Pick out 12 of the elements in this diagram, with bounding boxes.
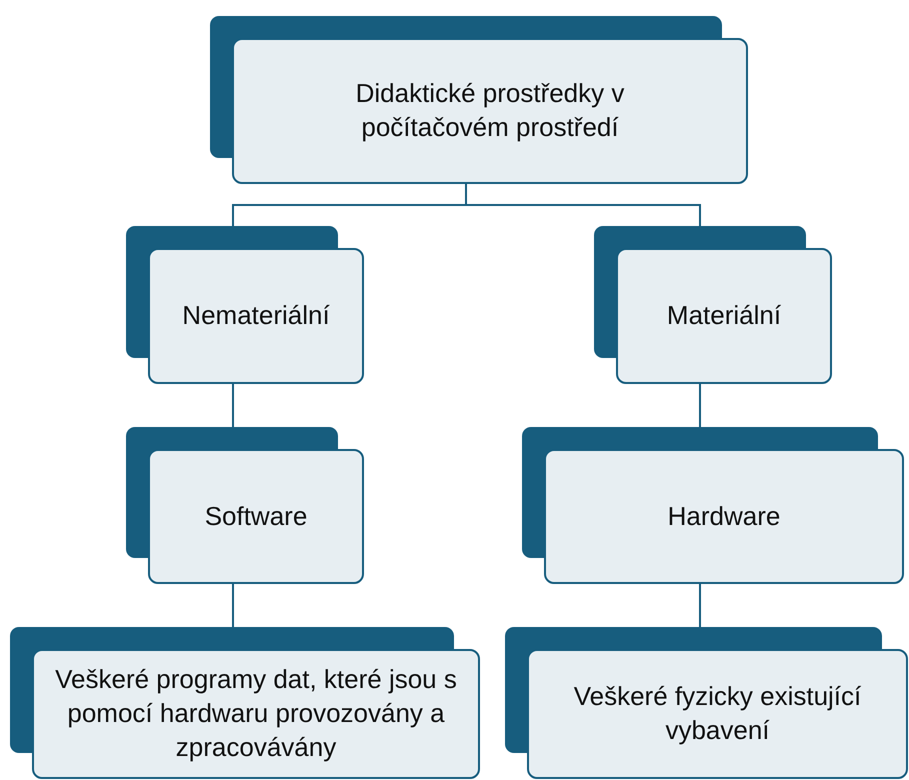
node-text: Didaktické prostředky v počítačovém prostředí bbox=[354, 77, 626, 144]
connector-line bbox=[232, 384, 234, 427]
node-text: Veškeré programy dat, které jsou s pomocí hardwaru provozovány a zpracovávány bbox=[54, 663, 458, 764]
connector-line bbox=[699, 584, 701, 627]
connector-line bbox=[232, 584, 234, 627]
node-text: Software bbox=[204, 500, 308, 533]
connector-line bbox=[465, 184, 701, 226]
connector-line bbox=[699, 384, 701, 427]
node-text: Nemateriální bbox=[182, 299, 330, 332]
node-text: Hardware bbox=[668, 500, 780, 533]
node-text: Materiální bbox=[666, 299, 782, 332]
node-text: Veškeré fyzicky existující vybavení bbox=[572, 680, 862, 747]
